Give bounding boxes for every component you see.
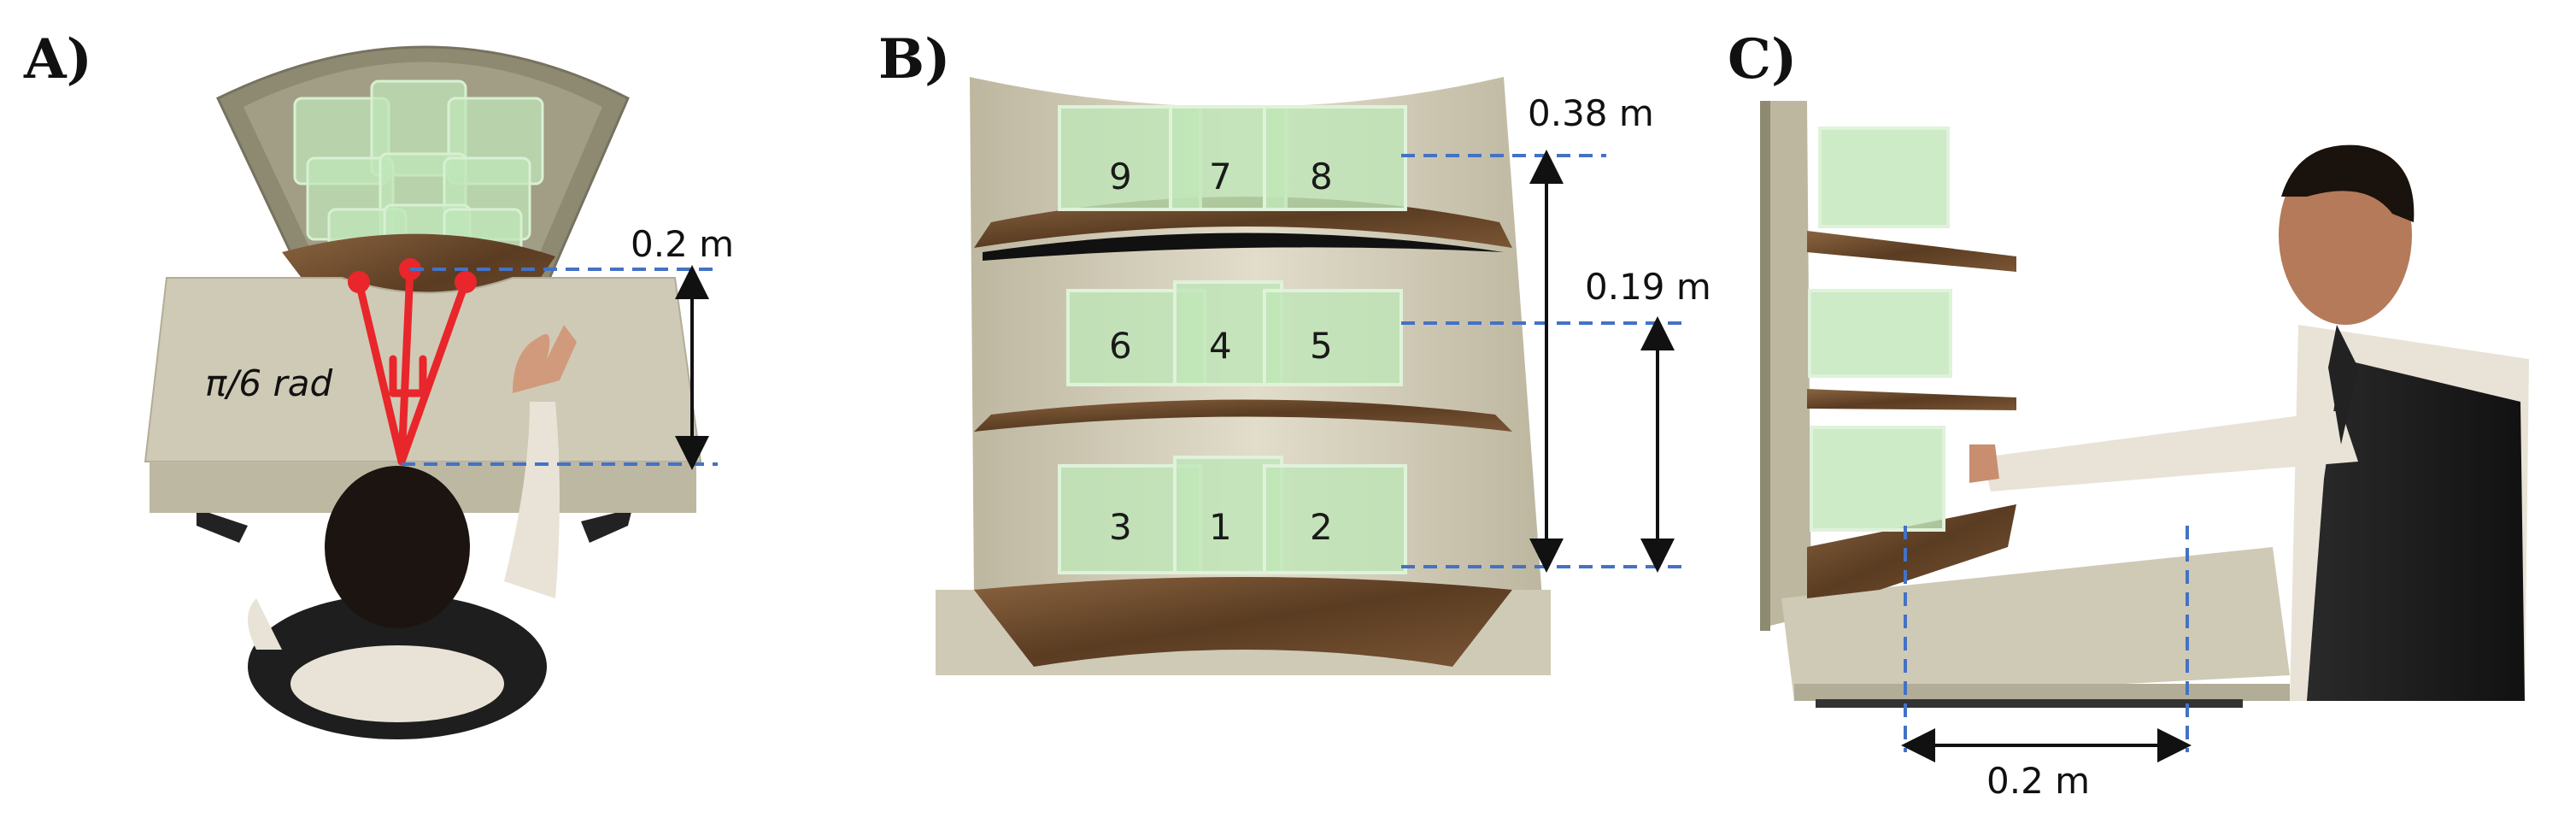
shelves-side [1807,231,2016,598]
panel-a-angle-label: π/6 rad [205,362,333,404]
dimension-lines-a [402,268,718,466]
table-legs [197,509,632,543]
dimension-lines-c [1904,526,2189,752]
panel-a-distance-label: 0.2 m [631,223,735,265]
slot-1: 1 [1209,506,1232,548]
panel-b-label: B) [878,27,951,91]
shelf-middle [974,399,1512,432]
panel-c-label: C) [1728,27,1798,91]
panel-b-scene [936,77,1683,675]
reach-angle-markers [355,265,470,466]
slot-7: 7 [1209,156,1232,197]
shelf-bottom [974,577,1512,667]
target-slots-side [1808,127,1952,532]
panel-a-scene [144,45,718,739]
person-side-view [1969,144,2529,701]
slot-4: 4 [1209,325,1232,367]
slot-3: 3 [1109,506,1132,548]
table-side [1781,547,2290,701]
cabinet-side [1760,101,1811,628]
slot-5: 5 [1310,325,1333,367]
slot-8: 8 [1310,156,1333,197]
slot-6: 6 [1109,325,1132,367]
panel-c-distance-label: 0.2 m [1986,760,2091,802]
panel-b-spacing-label: 0.19 m [1585,266,1711,308]
slot-2: 2 [1310,506,1333,548]
panel-b-height-label: 0.38 m [1528,92,1654,134]
person-top-view [248,325,577,739]
target-cubes-top [293,79,544,280]
target-slots-front [1058,105,1407,574]
slot-9: 9 [1109,156,1132,197]
panel-c-scene [1760,101,2529,762]
panel-a-label: A) [24,27,92,91]
